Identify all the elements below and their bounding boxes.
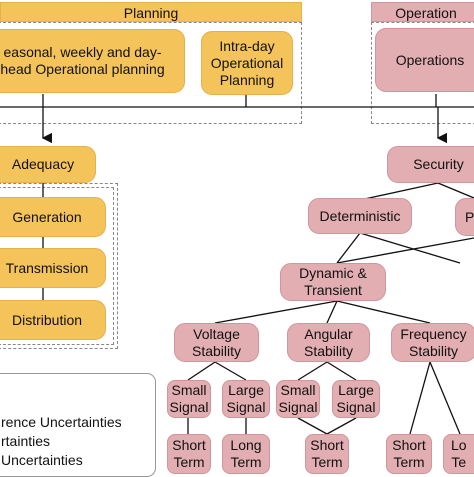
angular-stability-box: Angular Stability <box>287 323 370 362</box>
voltage-small-signal-box: Small Signal <box>167 380 211 418</box>
angular-short-term-box: Short Term <box>305 434 349 474</box>
frequency-short-term-box: Short Term <box>386 434 432 474</box>
a-short-line-1: Short <box>310 437 344 453</box>
intraday-line-2: Operational <box>210 54 284 71</box>
operations-label: Operations <box>395 51 465 68</box>
day-ahead-line-2: head Operational planning <box>0 61 165 77</box>
legend-line-2: rtainties <box>1 433 51 449</box>
frequency-line-1: Frequency <box>400 325 467 342</box>
frequency-long-term-box: Lo Te <box>443 434 474 474</box>
a-large-line-2: Signal <box>336 399 376 415</box>
dynamic-line-1: Dynamic & <box>299 265 367 281</box>
angular-small-signal-box: Small Signal <box>276 380 320 418</box>
security-box: Security <box>387 146 474 183</box>
legend-line-1: rence Uncertainties <box>1 414 122 430</box>
f-short-line-1: Short <box>392 437 426 453</box>
operations-header: Operation <box>371 2 474 22</box>
intraday-planning-box: Intra-day Operational Planning <box>201 31 293 95</box>
frequency-line-2: Stability <box>408 342 459 359</box>
probabilistic-label-partial: P <box>465 208 474 225</box>
adequacy-label: Adequacy <box>11 156 75 172</box>
voltage-short-term-box: Short Term <box>167 434 211 474</box>
voltage-large-signal-box: Large Signal <box>222 380 270 418</box>
v-long-line-2: Term <box>230 454 262 470</box>
voltage-stability-box: Voltage Stability <box>174 323 259 362</box>
a-short-line-2: Term <box>311 454 343 470</box>
a-large-line-1: Large <box>338 382 374 398</box>
transmission-label: Transmission <box>5 259 89 276</box>
v-large-line-1: Large <box>228 382 264 398</box>
v-small-line-1: Small <box>171 382 207 398</box>
a-small-line-1: Small <box>280 382 316 398</box>
f-long-line-2: Te <box>451 454 467 470</box>
adequacy-box: Adequacy <box>0 146 96 183</box>
distribution-label: Distribution <box>11 311 83 328</box>
legend-box: rence Uncertainties rtainties Uncertaint… <box>0 373 156 477</box>
f-long-line-1: Lo <box>451 437 467 453</box>
distribution-box: Distribution <box>0 300 106 340</box>
planning-header-label: Planning <box>123 5 179 21</box>
probabilistic-box-partial: P <box>455 198 474 236</box>
v-short-line-2: Term <box>173 454 205 470</box>
adequacy-group-frame <box>0 183 118 349</box>
day-ahead-planning-box: easonal, weekly and day- head Operationa… <box>0 29 185 93</box>
angular-line-1: Angular <box>304 325 353 342</box>
v-small-line-2: Signal <box>169 399 209 415</box>
f-short-line-2: Term <box>393 454 425 470</box>
operations-box: Operations <box>375 28 474 92</box>
dynamic-transient-box: Dynamic & Transient <box>280 263 386 301</box>
deterministic-label: Deterministic <box>319 207 401 224</box>
v-large-line-2: Signal <box>226 399 266 415</box>
operations-header-label: Operation <box>395 5 457 21</box>
voltage-line-1: Voltage <box>193 325 240 342</box>
adequacy-group-frame-inner <box>0 187 114 345</box>
angular-large-signal-box: Large Signal <box>332 380 380 418</box>
day-ahead-line-1: easonal, weekly and day- <box>3 44 162 60</box>
v-short-line-1: Short <box>172 437 206 453</box>
voltage-line-2: Stability <box>191 342 242 359</box>
operations-group-frame <box>371 22 474 124</box>
transmission-box: Transmission <box>0 248 106 288</box>
dynamic-line-2: Transient <box>304 282 362 298</box>
security-label: Security <box>413 156 464 172</box>
generation-label: Generation <box>12 208 82 225</box>
frequency-stability-box: Frequency Stability <box>391 323 474 362</box>
planning-group-frame <box>0 22 302 124</box>
intraday-line-3: Planning <box>219 71 275 88</box>
planning-header: Planning <box>0 2 302 22</box>
legend-line-3: Uncertainties <box>1 452 83 468</box>
intraday-line-1: Intra-day <box>219 37 275 54</box>
v-long-line-1: Long <box>230 437 262 453</box>
angular-line-2: Stability <box>303 342 354 359</box>
voltage-long-term-box: Long Term <box>222 434 270 474</box>
a-small-line-2: Signal <box>278 399 318 415</box>
deterministic-box: Deterministic <box>308 198 412 234</box>
generation-box: Generation <box>0 197 106 237</box>
